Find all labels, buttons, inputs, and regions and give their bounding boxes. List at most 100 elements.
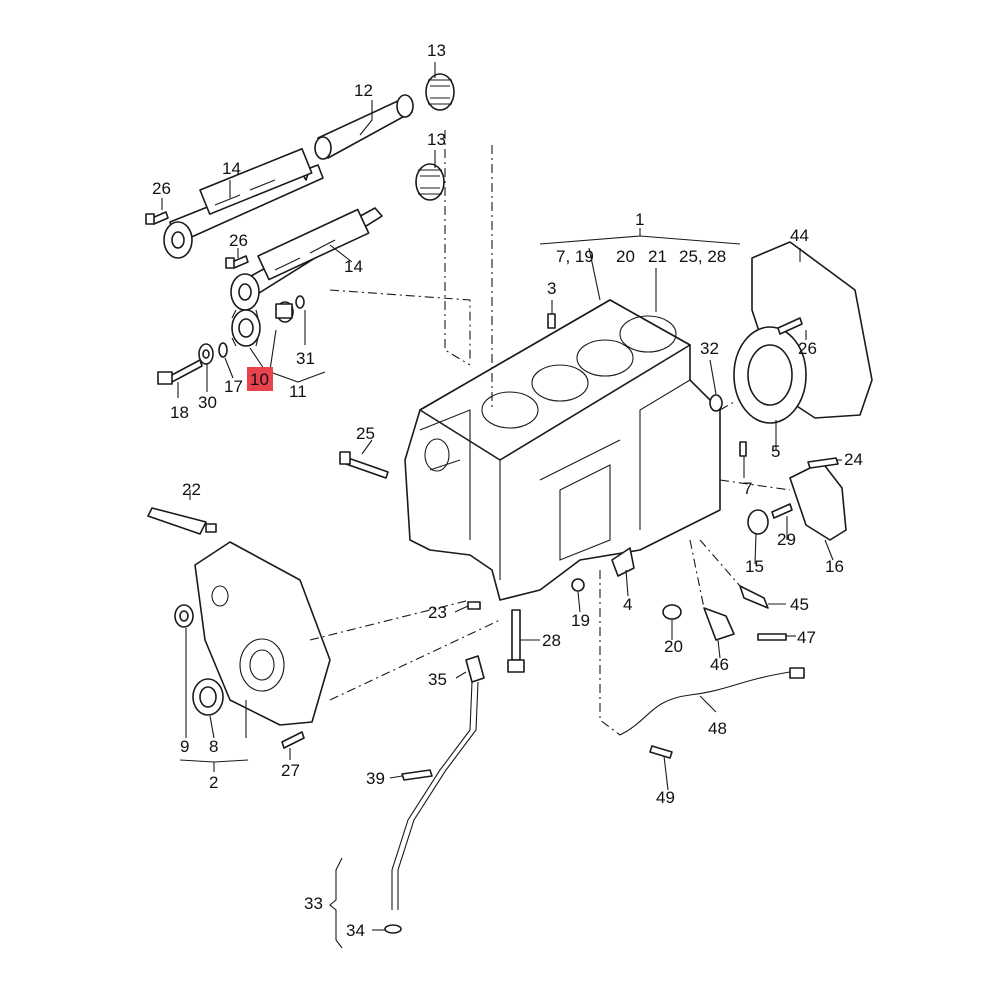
label-5: 5 xyxy=(771,442,780,461)
label-13-lower: 13 xyxy=(427,130,446,149)
sensor-4 xyxy=(611,547,635,577)
sealant-tube-22 xyxy=(147,507,217,535)
sensor-45 xyxy=(739,585,769,609)
label-20: 20 xyxy=(664,637,683,656)
sensor-46 xyxy=(703,607,735,641)
ref-line-gear-to-block xyxy=(329,289,471,360)
pin-7 xyxy=(739,441,747,457)
label-30: 30 xyxy=(198,393,217,412)
ref-line-sensor46 xyxy=(689,539,705,609)
label-23: 23 xyxy=(428,603,447,622)
bolt-26-right xyxy=(777,317,803,335)
label-3: 3 xyxy=(547,279,556,298)
seal-32 xyxy=(709,394,723,412)
washer-17 xyxy=(218,342,228,358)
label-17: 17 xyxy=(224,377,243,396)
ref-line-harness xyxy=(599,570,621,736)
bolt-18 xyxy=(157,359,203,385)
stud-3 xyxy=(547,313,556,329)
label-25-28: 25, 28 xyxy=(679,247,726,266)
bolt-47 xyxy=(757,633,787,641)
oil-dipstick-guide-35 xyxy=(391,655,485,910)
label-35: 35 xyxy=(428,670,447,689)
o-ring-31 xyxy=(295,295,305,309)
washer-30 xyxy=(198,343,214,365)
label-8: 8 xyxy=(209,737,218,756)
plug-19 xyxy=(571,578,585,592)
label-7-19: 7, 19 xyxy=(556,247,594,266)
ref-line-sensor45 xyxy=(699,539,741,587)
label-18: 18 xyxy=(170,403,189,422)
label-10: 10 xyxy=(250,370,269,389)
needle-bearing-lower xyxy=(415,163,445,201)
label-15: 15 xyxy=(745,557,764,576)
intermediate-gear-10 xyxy=(231,309,261,347)
label-16: 16 xyxy=(825,557,844,576)
bolt-29 xyxy=(771,503,793,519)
label-26-upper: 26 xyxy=(152,179,171,198)
label-32: 32 xyxy=(700,339,719,358)
label-9: 9 xyxy=(180,737,189,756)
o-ring-34 xyxy=(384,924,402,934)
label-11: 11 xyxy=(289,382,307,401)
sensor-harness-48 xyxy=(619,667,805,736)
label-44: 44 xyxy=(790,226,809,245)
rear-seal-flange-5 xyxy=(733,326,807,424)
bearing-pin-11 xyxy=(275,301,294,323)
bolt-26-upper xyxy=(145,211,169,225)
oil-pump-cover-16 xyxy=(789,461,847,541)
label-24: 24 xyxy=(844,450,863,469)
ref-line-seal xyxy=(719,401,735,411)
label-25: 25 xyxy=(356,424,375,443)
bolt-26-lower xyxy=(225,255,249,269)
label-48: 48 xyxy=(708,719,727,738)
needle-bearing-upper xyxy=(425,73,455,111)
bolt-49 xyxy=(649,745,673,759)
label-12: 12 xyxy=(354,81,373,100)
label-33: 33 xyxy=(304,894,323,913)
label-14-lower: 14 xyxy=(344,257,363,276)
highlight-box-part-10 xyxy=(247,367,273,391)
bolt-39 xyxy=(401,769,433,781)
label-29: 29 xyxy=(777,530,796,549)
label-14-upper: 14 xyxy=(222,159,241,178)
bolt-27 xyxy=(281,731,305,749)
label-19: 19 xyxy=(571,611,590,630)
label-26-right: 26 xyxy=(798,339,817,358)
label-20-top: 20 xyxy=(616,247,635,266)
label-45: 45 xyxy=(790,595,809,614)
label-4: 4 xyxy=(623,595,632,614)
seal-plug-20 xyxy=(662,604,682,620)
label-47: 47 xyxy=(797,628,816,647)
label-22: 22 xyxy=(182,480,201,499)
label-31: 31 xyxy=(296,349,315,368)
seal-8 xyxy=(192,678,224,716)
gear-15 xyxy=(747,509,769,535)
ref-line-bearing-to-block xyxy=(444,130,471,366)
label-39: 39 xyxy=(366,769,385,788)
label-34: 34 xyxy=(346,921,365,940)
ref-line-cover-to-block xyxy=(309,599,471,641)
label-46: 46 xyxy=(710,655,729,674)
label-49: 49 xyxy=(656,788,675,807)
label-2: 2 xyxy=(209,773,218,792)
timing-cover-2 xyxy=(194,541,331,726)
label-27: 27 xyxy=(281,761,300,780)
lower-balance-shaft xyxy=(230,207,383,311)
upper-balance-shaft xyxy=(163,147,324,259)
stud-25 xyxy=(339,451,389,479)
bolt-24 xyxy=(807,457,839,469)
ref-line-cover-lower xyxy=(329,619,501,701)
label-7: 7 xyxy=(743,479,752,498)
label-21: 21 xyxy=(648,247,667,266)
label-1: 1 xyxy=(635,210,644,229)
dowel-23 xyxy=(467,601,481,610)
label-13-upper: 13 xyxy=(427,41,446,60)
label-26-lower: 26 xyxy=(229,231,248,250)
balance-shaft-sleeve xyxy=(314,94,414,160)
cylinder-block xyxy=(404,299,721,601)
seal-9 xyxy=(174,604,194,628)
label-28: 28 xyxy=(542,631,561,650)
ref-line-pump xyxy=(719,479,791,491)
